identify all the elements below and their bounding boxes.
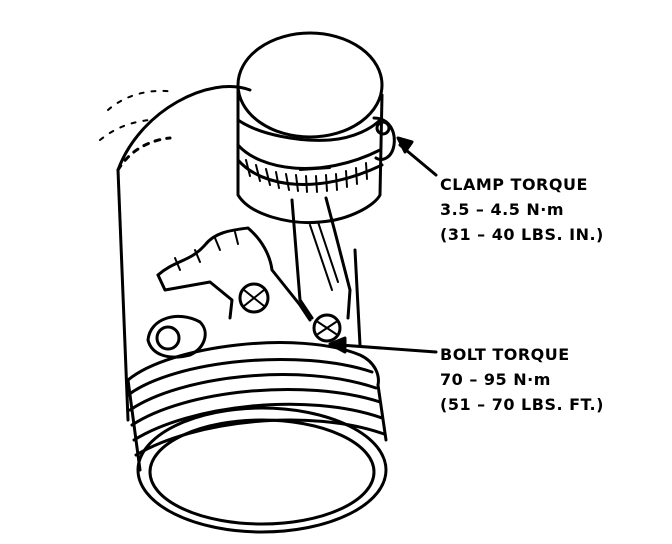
bracket-bolt-upper bbox=[238, 282, 270, 314]
reservoir bbox=[236, 31, 384, 225]
bracket-bolt-left bbox=[146, 314, 207, 359]
clamp-band bbox=[236, 143, 384, 193]
bolt-torque-metric: 70 – 95 N·m bbox=[440, 370, 551, 389]
strap-bolt bbox=[312, 313, 342, 343]
bolt-torque-title: BOLT TORQUE bbox=[440, 345, 570, 364]
clamp-screw bbox=[372, 116, 396, 161]
mounting-bracket bbox=[156, 226, 312, 322]
bolt-torque-callout: BOLT TORQUE 70 – 95 N·m (51 – 70 LBS. FT… bbox=[440, 342, 604, 417]
clamp-torque-imperial: (31 – 40 LBS. IN.) bbox=[440, 225, 604, 244]
clamp-torque-metric: 3.5 – 4.5 N·m bbox=[440, 200, 565, 219]
clamp-torque-title: CLAMP TORQUE bbox=[440, 175, 588, 194]
pulley bbox=[126, 341, 388, 534]
clamp-torque-callout: CLAMP TORQUE 3.5 – 4.5 N·m (31 – 40 LBS.… bbox=[440, 172, 604, 247]
strap bbox=[290, 196, 352, 320]
housing-body bbox=[99, 85, 362, 422]
clamp-arrow bbox=[396, 136, 438, 177]
bolt-torque-imperial: (51 – 70 LBS. FT.) bbox=[440, 395, 604, 414]
bolt-arrow bbox=[328, 336, 438, 354]
